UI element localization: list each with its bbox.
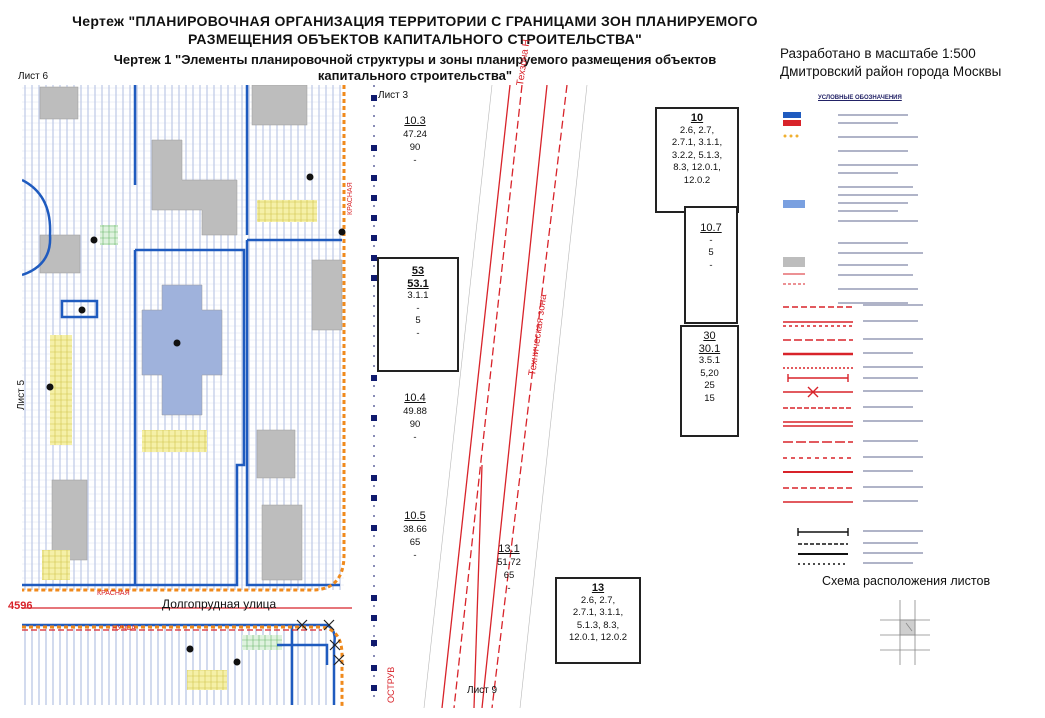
zone-13-code-2: 2.7.1, 3.1.1,	[572, 607, 624, 618]
zone-30-number: 30	[703, 330, 716, 342]
sheet-9-label: Лист 9	[467, 685, 498, 696]
zone-10-5-v1: 38.66	[403, 524, 427, 535]
buildings	[39, 84, 343, 581]
zone-13-number: 13	[591, 582, 605, 594]
zone-10-4-v1: 49.88	[403, 406, 427, 417]
zone-10-7-v3: -	[709, 259, 713, 271]
zone-53: 53 53.1 3.1.1 - 5 -	[377, 257, 459, 372]
sheet-6-label: Лист 6	[18, 71, 49, 82]
zone-10-7-number: 10.7	[700, 222, 722, 234]
green-areas	[100, 225, 282, 650]
zone-30: 30 30.1 3.5.1 5,20 25 15	[680, 325, 739, 437]
zone-13-code-3: 5.1.3, 8.3,	[576, 619, 620, 631]
legend-symbols	[783, 112, 923, 565]
zone-10-code-1: 2.6, 2.7,	[679, 124, 715, 136]
zone-10-5-v2: 65	[409, 537, 421, 548]
subtitle-line-2: капитального строительства"	[317, 68, 513, 83]
zone-10-5: 10.5 38.66 65 -	[390, 510, 440, 562]
sheet-layout-title: Схема расположения листов	[822, 574, 991, 588]
red-line-boundary	[22, 85, 346, 707]
zone-10-code-2: 2.7.1, 3.1.1,	[671, 137, 723, 148]
legend: УСЛОВНЫЕ ОБОЗНАЧЕНИЯ	[778, 92, 1013, 572]
zone-30-v1: 3.5.1	[698, 355, 721, 366]
zone-30-1-number: 30.1	[698, 342, 721, 355]
zone-10-5-number: 10.5	[404, 510, 426, 522]
zone-10-code-3: 3.2.2, 5.1.3,	[671, 149, 723, 161]
drawing-title: Чертеж "ПЛАНИРОВОЧНАЯ ОРГАНИЗАЦИЯ ТЕРРИТ…	[0, 12, 830, 48]
street-name: Долгопрудная улица	[162, 597, 277, 611]
zone-10-3-number: 10.3	[404, 115, 426, 127]
scale-text: Разработано в масштабе 1:500	[780, 46, 976, 61]
zone-53-v1: 3.1.1	[407, 290, 429, 301]
zone-10-3-v3: -	[413, 155, 417, 166]
zone-10-4-number: 10.4	[404, 392, 426, 404]
zone-10-code-5: 12.0.2	[683, 174, 711, 186]
sheet-5-label: Лист 5	[16, 379, 27, 410]
zone-53-v3: 5	[415, 315, 421, 326]
zone-10-7-v1: -	[709, 234, 713, 246]
zone-30-v3: 25	[704, 380, 715, 391]
zone-13-1-v1: 51.72	[497, 557, 521, 568]
zone-13: 13 2.6, 2.7, 2.7.1, 3.1.1, 5.1.3, 8.3, 1…	[555, 577, 641, 664]
red-line-number: 4596	[8, 600, 33, 612]
krasnaya-label-1: КРАСНАЯ	[347, 182, 354, 215]
zone-10-4: 10.4 49.88 90 -	[390, 392, 440, 444]
drawing-subtitle: Чертеж 1 "Элементы планировочной структу…	[60, 52, 770, 84]
parking-areas	[42, 200, 317, 690]
zone-10-3-v2: 90	[409, 142, 421, 153]
zone-10-4-v2: 90	[409, 419, 421, 430]
zone-10-3-v1: 47.24	[403, 129, 427, 140]
object-markers	[46, 173, 346, 666]
scale-info: Разработано в масштабе 1:500 Дмитровский…	[780, 45, 1001, 81]
nuchsa-label: НУЧСА	[112, 625, 136, 632]
zone-10-5-v3: -	[413, 550, 417, 561]
zone-13-1: 13.1 51.72 65 -	[484, 543, 534, 595]
zone-10-3: 10.3 47.24 90 -	[390, 115, 440, 167]
subtitle-line-1: Чертеж 1 "Элементы планировочной структу…	[113, 52, 717, 67]
zone-30-v4: 15	[704, 392, 715, 404]
plan-svg	[21, 84, 588, 709]
zone-53-v2: -	[416, 302, 420, 314]
zone-10-4-v3: -	[413, 432, 417, 443]
zone-53-1-number: 53.1	[407, 277, 429, 290]
crossing-marks	[296, 619, 345, 666]
ostruv-label: ОСТРУВ	[386, 666, 396, 703]
title-line-2: РАЗМЕЩЕНИЯ ОБЪЕКТОВ КАПИТАЛЬНОГО СТРОИТЕ…	[187, 31, 643, 47]
sheet-layout-schema	[870, 595, 940, 670]
zone-10-7-v2: 5	[708, 247, 714, 258]
zone-10-number: 10	[690, 112, 704, 124]
zone-10-code-4: 8.3, 12.0.1,	[673, 162, 721, 173]
zone-30-v2: 5,20	[700, 367, 719, 379]
title-line-1: Чертеж "ПЛАНИРОВОЧНАЯ ОРГАНИЗАЦИЯ ТЕРРИТ…	[72, 13, 758, 29]
zone-13-1-v2: 65	[503, 570, 515, 581]
sheet-layout-svg	[880, 600, 930, 665]
territory-boundary-marks	[371, 95, 377, 691]
district-text: Дмитровский район города Москвы	[780, 64, 1002, 79]
zone-53-number: 53	[411, 265, 425, 277]
zone-13-1-v3: -	[507, 583, 511, 594]
zone-53-v4: -	[416, 327, 420, 339]
sheet-3-label: Лист 3	[378, 90, 409, 101]
technical-zone-lines	[441, 84, 568, 709]
zone-13-1-number: 13.1	[498, 543, 520, 555]
zone-10-7: 10.7 - 5 -	[684, 206, 738, 324]
legend-title: УСЛОВНЫЕ ОБОЗНАЧЕНИЯ	[818, 95, 902, 101]
zone-boundaries	[21, 85, 342, 705]
zone-13-code-1: 2.6, 2.7,	[580, 594, 616, 606]
plan-map: Лист 3 Лист 5 Лист 9 Долгопрудная улица …	[8, 39, 767, 709]
zone-10: 10 2.6, 2.7, 2.7.1, 3.1.1, 3.2.2, 5.1.3,…	[655, 107, 739, 213]
zone-13-code-4: 12.0.1, 12.0.2	[568, 632, 628, 643]
krasnaya-label-2: КРАСНАЯ	[97, 590, 130, 597]
